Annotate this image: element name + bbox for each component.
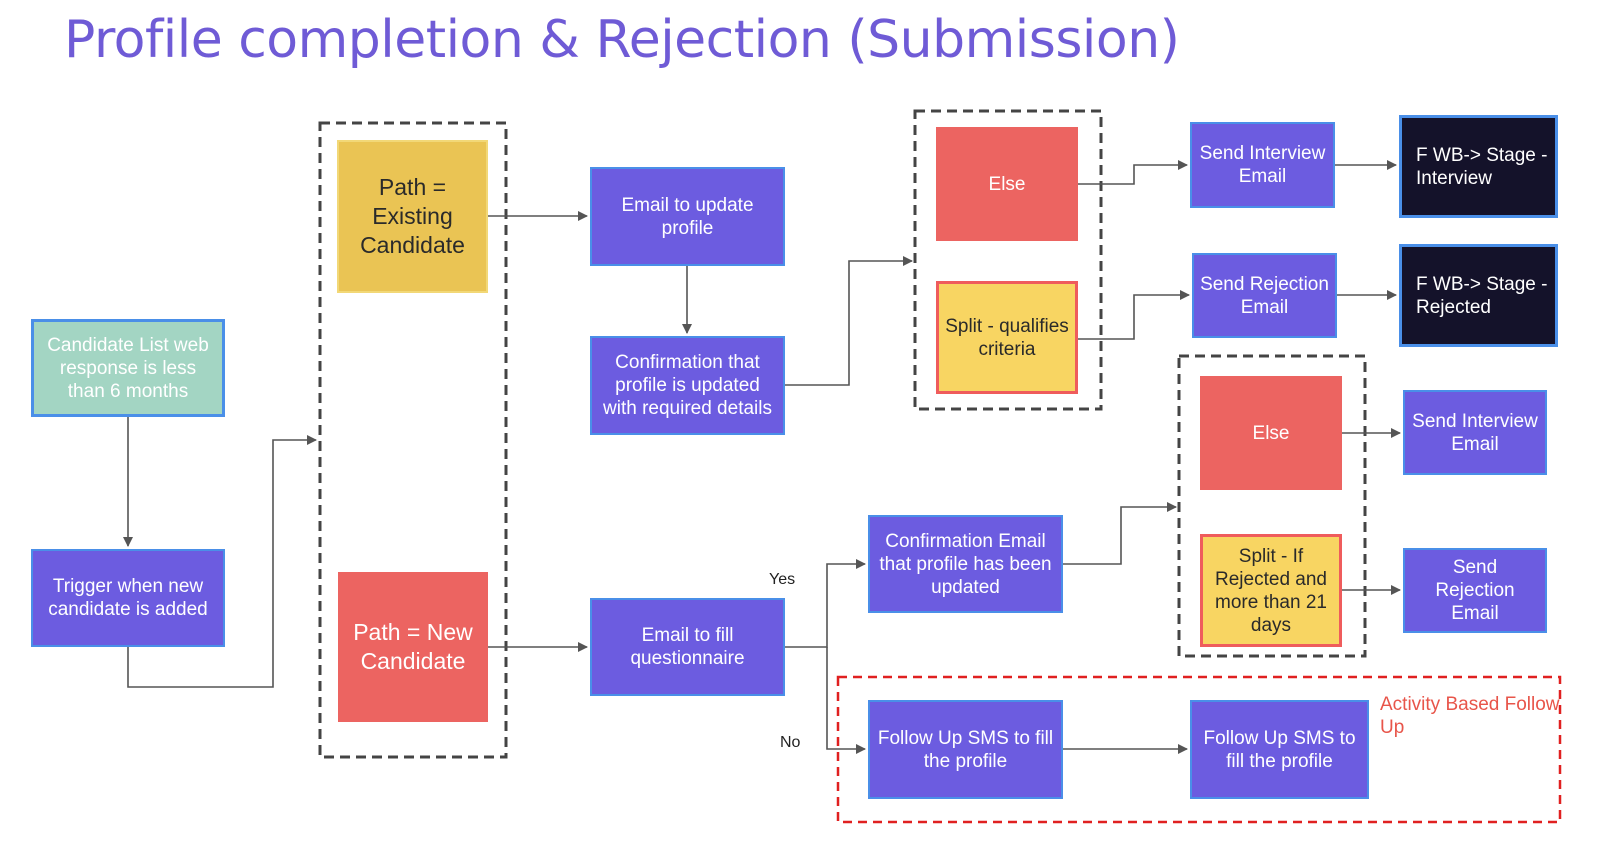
send-rejection-email-bottom-node[interactable]: Send Rejection Email xyxy=(1403,548,1547,633)
followup-sms-2-node[interactable]: Follow Up SMS to fill the profile xyxy=(1190,700,1369,799)
email-update-profile-node[interactable]: Email to update profile xyxy=(590,167,785,266)
send-interview-email-top-node[interactable]: Send Interview Email xyxy=(1190,122,1335,208)
arrow-yes-branch xyxy=(785,559,866,648)
activity-follow-up-note: Activity Based Follow Up xyxy=(1380,694,1560,738)
arrow-confirmation-email-to-split xyxy=(1063,502,1177,565)
split-group-box-bottom xyxy=(1177,354,1367,658)
confirmation-profile-updated-node[interactable]: Confirmation that profile is updated wit… xyxy=(590,336,785,435)
candidate-list-node[interactable]: Candidate List web response is less than… xyxy=(31,319,225,417)
page-title: Profile completion & Rejection (Submissi… xyxy=(64,10,1180,70)
stage-interview-node[interactable]: F WB-> Stage - Interview xyxy=(1399,115,1558,218)
followup-sms-1-node[interactable]: Follow Up SMS to fill the profile xyxy=(868,700,1063,799)
no-label: No xyxy=(780,734,801,751)
send-rejection-email-top-node[interactable]: Send Rejection Email xyxy=(1192,253,1337,338)
split-rejected-node[interactable]: Split - If Rejected and more than 21 day… xyxy=(1200,534,1342,647)
arrow-trigger-to-paths xyxy=(127,435,317,688)
send-interview-email-bottom-node[interactable]: Send Interview Email xyxy=(1403,390,1547,475)
trigger-node[interactable]: Trigger when new candidate is added xyxy=(31,549,225,647)
stage-rejected-node[interactable]: F WB-> Stage - Rejected xyxy=(1399,244,1558,347)
split-group-box-top xyxy=(913,109,1103,411)
path-existing-node[interactable]: Path = Existing Candidate xyxy=(337,140,488,293)
else-bottom-node[interactable]: Else xyxy=(1200,376,1342,490)
path-new-node[interactable]: Path = New Candidate xyxy=(338,572,488,722)
path-group-box xyxy=(318,121,508,759)
split-qualifies-node[interactable]: Split - qualifies criteria xyxy=(936,281,1078,394)
activity-follow-up-box xyxy=(836,675,1562,824)
yes-label: Yes xyxy=(769,571,796,588)
confirmation-email-updated-node[interactable]: Confirmation Email that profile has been… xyxy=(868,515,1063,613)
arrow-no-branch xyxy=(826,647,866,754)
arrow-split-top-to-rejection xyxy=(1077,290,1190,340)
else-top-node[interactable]: Else xyxy=(936,127,1078,241)
email-fill-questionnaire-node[interactable]: Email to fill questionnaire xyxy=(590,598,785,696)
arrow-confirmation-to-split xyxy=(785,256,913,386)
arrow-else-top-to-interview xyxy=(1078,160,1188,185)
